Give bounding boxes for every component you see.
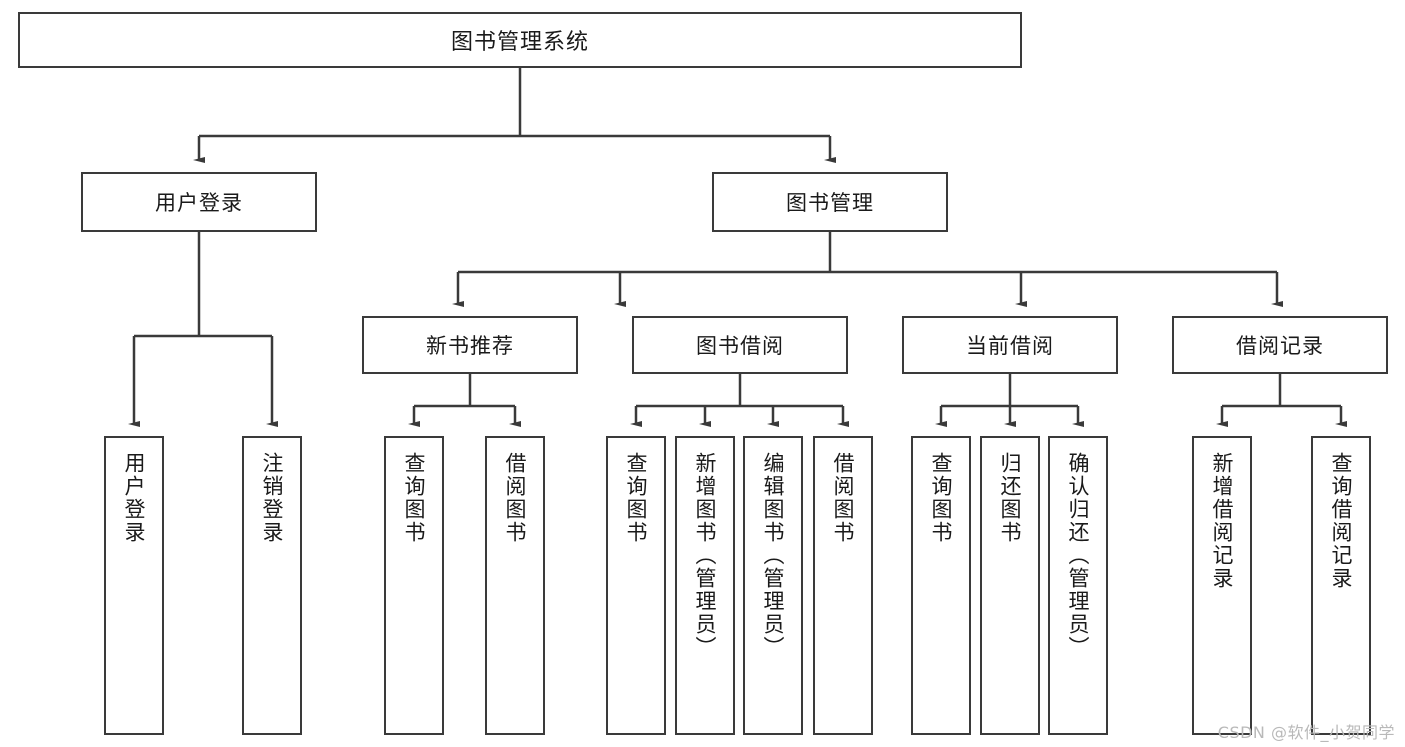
node-book-borrow[interactable]: 图书借阅 [632,316,848,374]
node-book-management[interactable]: 图书管理 [712,172,948,232]
leaf-label: 查询图书 [402,452,427,544]
node-leaf-return-book[interactable]: 归还图书 [980,436,1040,735]
node-leaf-edit-book[interactable]: 编辑图书（管理员） [743,436,803,735]
leaf-label: 编辑图书（管理员） [761,452,786,659]
node-leaf-query-book-2[interactable]: 查询图书 [606,436,666,735]
leaf-label: 确认归还（管理员） [1066,452,1091,659]
node-leaf-query-book-3[interactable]: 查询图书 [911,436,971,735]
leaf-label: 新增图书（管理员） [693,452,718,659]
node-borrow-record[interactable]: 借阅记录 [1172,316,1388,374]
node-leaf-confirm-return[interactable]: 确认归还（管理员） [1048,436,1108,735]
leaf-label: 查询图书 [929,452,954,544]
node-leaf-add-record[interactable]: 新增借阅记录 [1192,436,1252,735]
leaf-label: 查询借阅记录 [1329,452,1354,590]
node-new-book-recommend[interactable]: 新书推荐 [362,316,578,374]
node-user-login[interactable]: 用户登录 [81,172,317,232]
node-root-system[interactable]: 图书管理系统 [18,12,1022,68]
node-leaf-query-book-1[interactable]: 查询图书 [384,436,444,735]
leaf-label: 新增借阅记录 [1210,452,1235,590]
node-leaf-borrow-book-1[interactable]: 借阅图书 [485,436,545,735]
node-current-borrow[interactable]: 当前借阅 [902,316,1118,374]
leaf-label: 查询图书 [624,452,649,544]
leaf-label: 注销登录 [260,452,285,544]
node-leaf-logout-login[interactable]: 注销登录 [242,436,302,735]
leaf-label: 归还图书 [998,452,1023,544]
node-leaf-borrow-book-2[interactable]: 借阅图书 [813,436,873,735]
leaf-label: 用户登录 [122,452,147,544]
watermark-text: CSDN @软件_小贺同学 [1217,723,1395,742]
leaf-label: 借阅图书 [831,452,856,544]
leaf-label: 借阅图书 [503,452,528,544]
node-leaf-query-record[interactable]: 查询借阅记录 [1311,436,1371,735]
node-leaf-user-login[interactable]: 用户登录 [104,436,164,735]
node-leaf-add-book[interactable]: 新增图书（管理员） [675,436,735,735]
